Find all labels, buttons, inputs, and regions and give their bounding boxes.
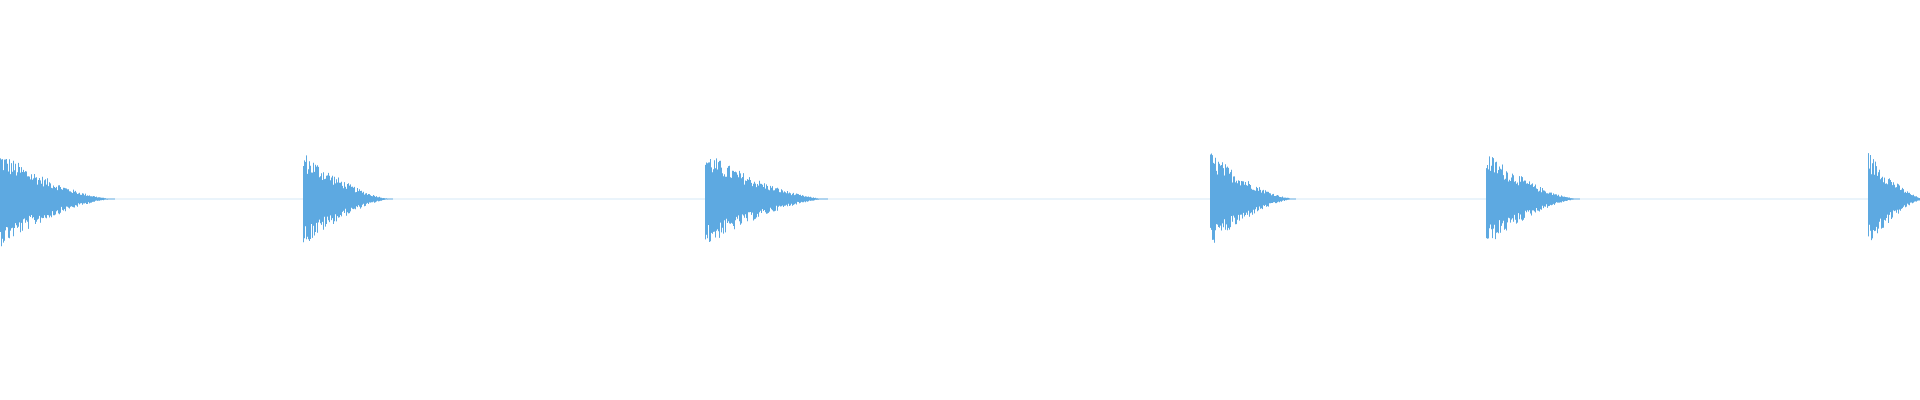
waveform-hit xyxy=(705,158,828,242)
waveform-hit xyxy=(1210,153,1296,243)
waveform-hit-shape xyxy=(1868,153,1920,241)
waveform-hit-shape xyxy=(0,158,115,247)
waveform-hit-shape xyxy=(705,158,828,242)
waveform-hit xyxy=(303,155,393,243)
waveform-hits xyxy=(0,153,1920,247)
waveform-hit xyxy=(0,158,115,247)
waveform-hit-shape xyxy=(1210,153,1296,243)
waveform-hit xyxy=(1486,156,1580,240)
waveform-hit-shape xyxy=(1486,156,1580,240)
waveform-hit-shape xyxy=(303,155,393,243)
waveform-hit xyxy=(1868,153,1920,241)
